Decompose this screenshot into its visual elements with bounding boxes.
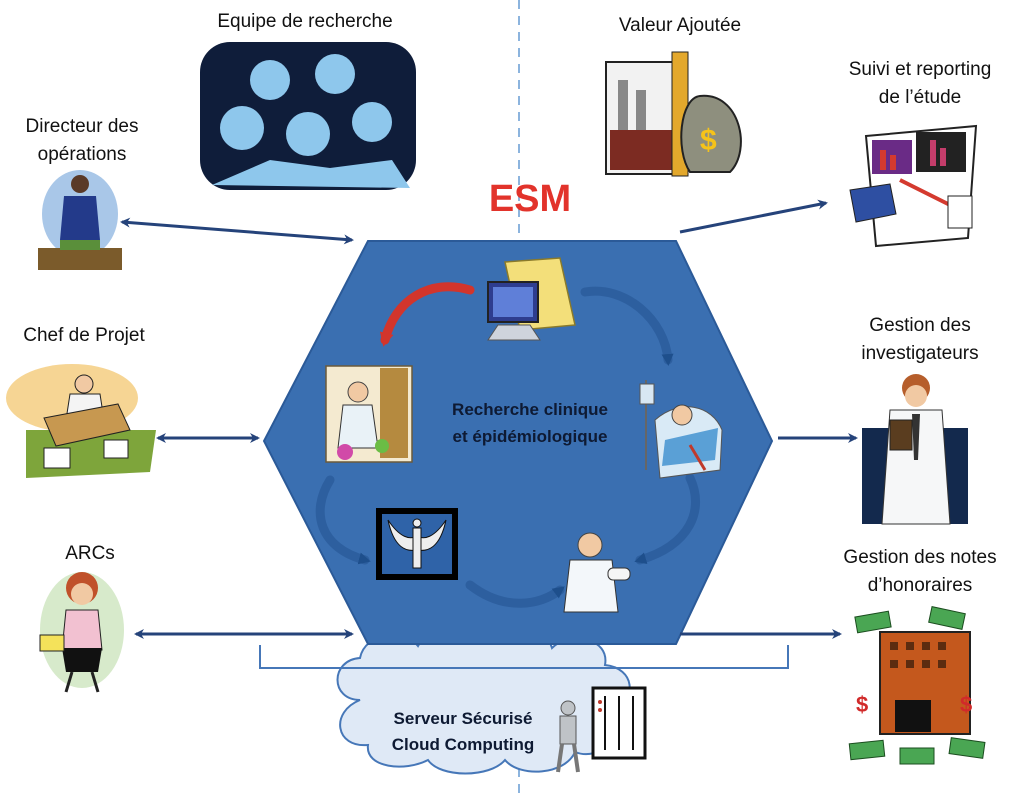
- label-arcs: ARCs: [30, 540, 150, 568]
- label-directeur: Directeur des opérations: [0, 113, 164, 169]
- label-investigateurs-line1: Gestion des: [869, 315, 971, 336]
- label-arcs-text: ARCs: [65, 543, 115, 564]
- label-chef-projet: Chef de Projet: [0, 322, 168, 350]
- label-suivi-line2: de l’étude: [878, 87, 962, 108]
- workflow-arrows: [315, 282, 701, 608]
- label-equipe-recherche: Equipe de recherche: [180, 8, 430, 36]
- label-suivi-reporting: Suivi et reporting de l’étude: [820, 56, 1020, 112]
- knight-robot-icon: [556, 700, 580, 773]
- project-manager-icon: [6, 364, 156, 478]
- caduceus-icon: [376, 508, 458, 580]
- center-label: Recherche clinique et épidémiologique: [420, 396, 640, 450]
- label-gestion-investigateurs: Gestion des investigateurs: [820, 312, 1020, 368]
- center-label-line1: Recherche clinique: [452, 400, 608, 419]
- label-valeur-ajoutee-text: Valeur Ajoutée: [618, 15, 742, 36]
- cloud-label: Serveur Sécurisé Cloud Computing: [368, 706, 558, 758]
- svg-text:$: $: [960, 692, 972, 717]
- value-added-icon: $: [605, 51, 742, 177]
- label-gestion-honoraires: Gestion des notes d’honoraires: [818, 544, 1022, 600]
- diagram-title: ESM: [488, 178, 572, 220]
- label-valeur-ajoutee: Valeur Ajoutée: [580, 12, 780, 40]
- research-team-icon: [200, 42, 416, 190]
- reporting-chart-icon: [849, 124, 978, 248]
- label-directeur-line1: Directeur des: [25, 116, 139, 137]
- director-icon: [38, 170, 122, 270]
- arcs-woman-icon: [39, 572, 124, 693]
- label-honoraires-line2: d’honoraires: [867, 575, 973, 596]
- label-equipe-recherche-text: Equipe de recherche: [217, 11, 393, 32]
- label-chef-projet-text: Chef de Projet: [23, 325, 145, 346]
- center-label-line2: et épidémiologique: [452, 427, 608, 446]
- computer-folder-icon: [487, 257, 576, 341]
- server-rack-icon: [591, 686, 647, 760]
- bottom-bracket: [259, 645, 789, 669]
- label-suivi-line1: Suivi et reporting: [848, 59, 992, 80]
- lab-scientist-icon: [325, 365, 413, 463]
- svg-text:$: $: [856, 692, 868, 717]
- dollar-icon: $: [700, 124, 717, 157]
- arrow-suivi: [679, 199, 828, 234]
- arrow-directeur: [120, 217, 354, 245]
- label-directeur-line2: opérations: [37, 144, 127, 165]
- label-investigateurs-line2: investigateurs: [861, 343, 979, 364]
- doctor-pill-icon: [563, 532, 631, 613]
- investigator-doctor-icon: [862, 374, 968, 525]
- patient-bed-icon: [639, 380, 723, 479]
- cloud-label-line1: Serveur Sécurisé: [393, 709, 533, 728]
- money-building-icon: $ $: [848, 606, 986, 765]
- label-honoraires-line1: Gestion des notes: [843, 547, 997, 568]
- cloud-label-line2: Cloud Computing: [391, 735, 535, 754]
